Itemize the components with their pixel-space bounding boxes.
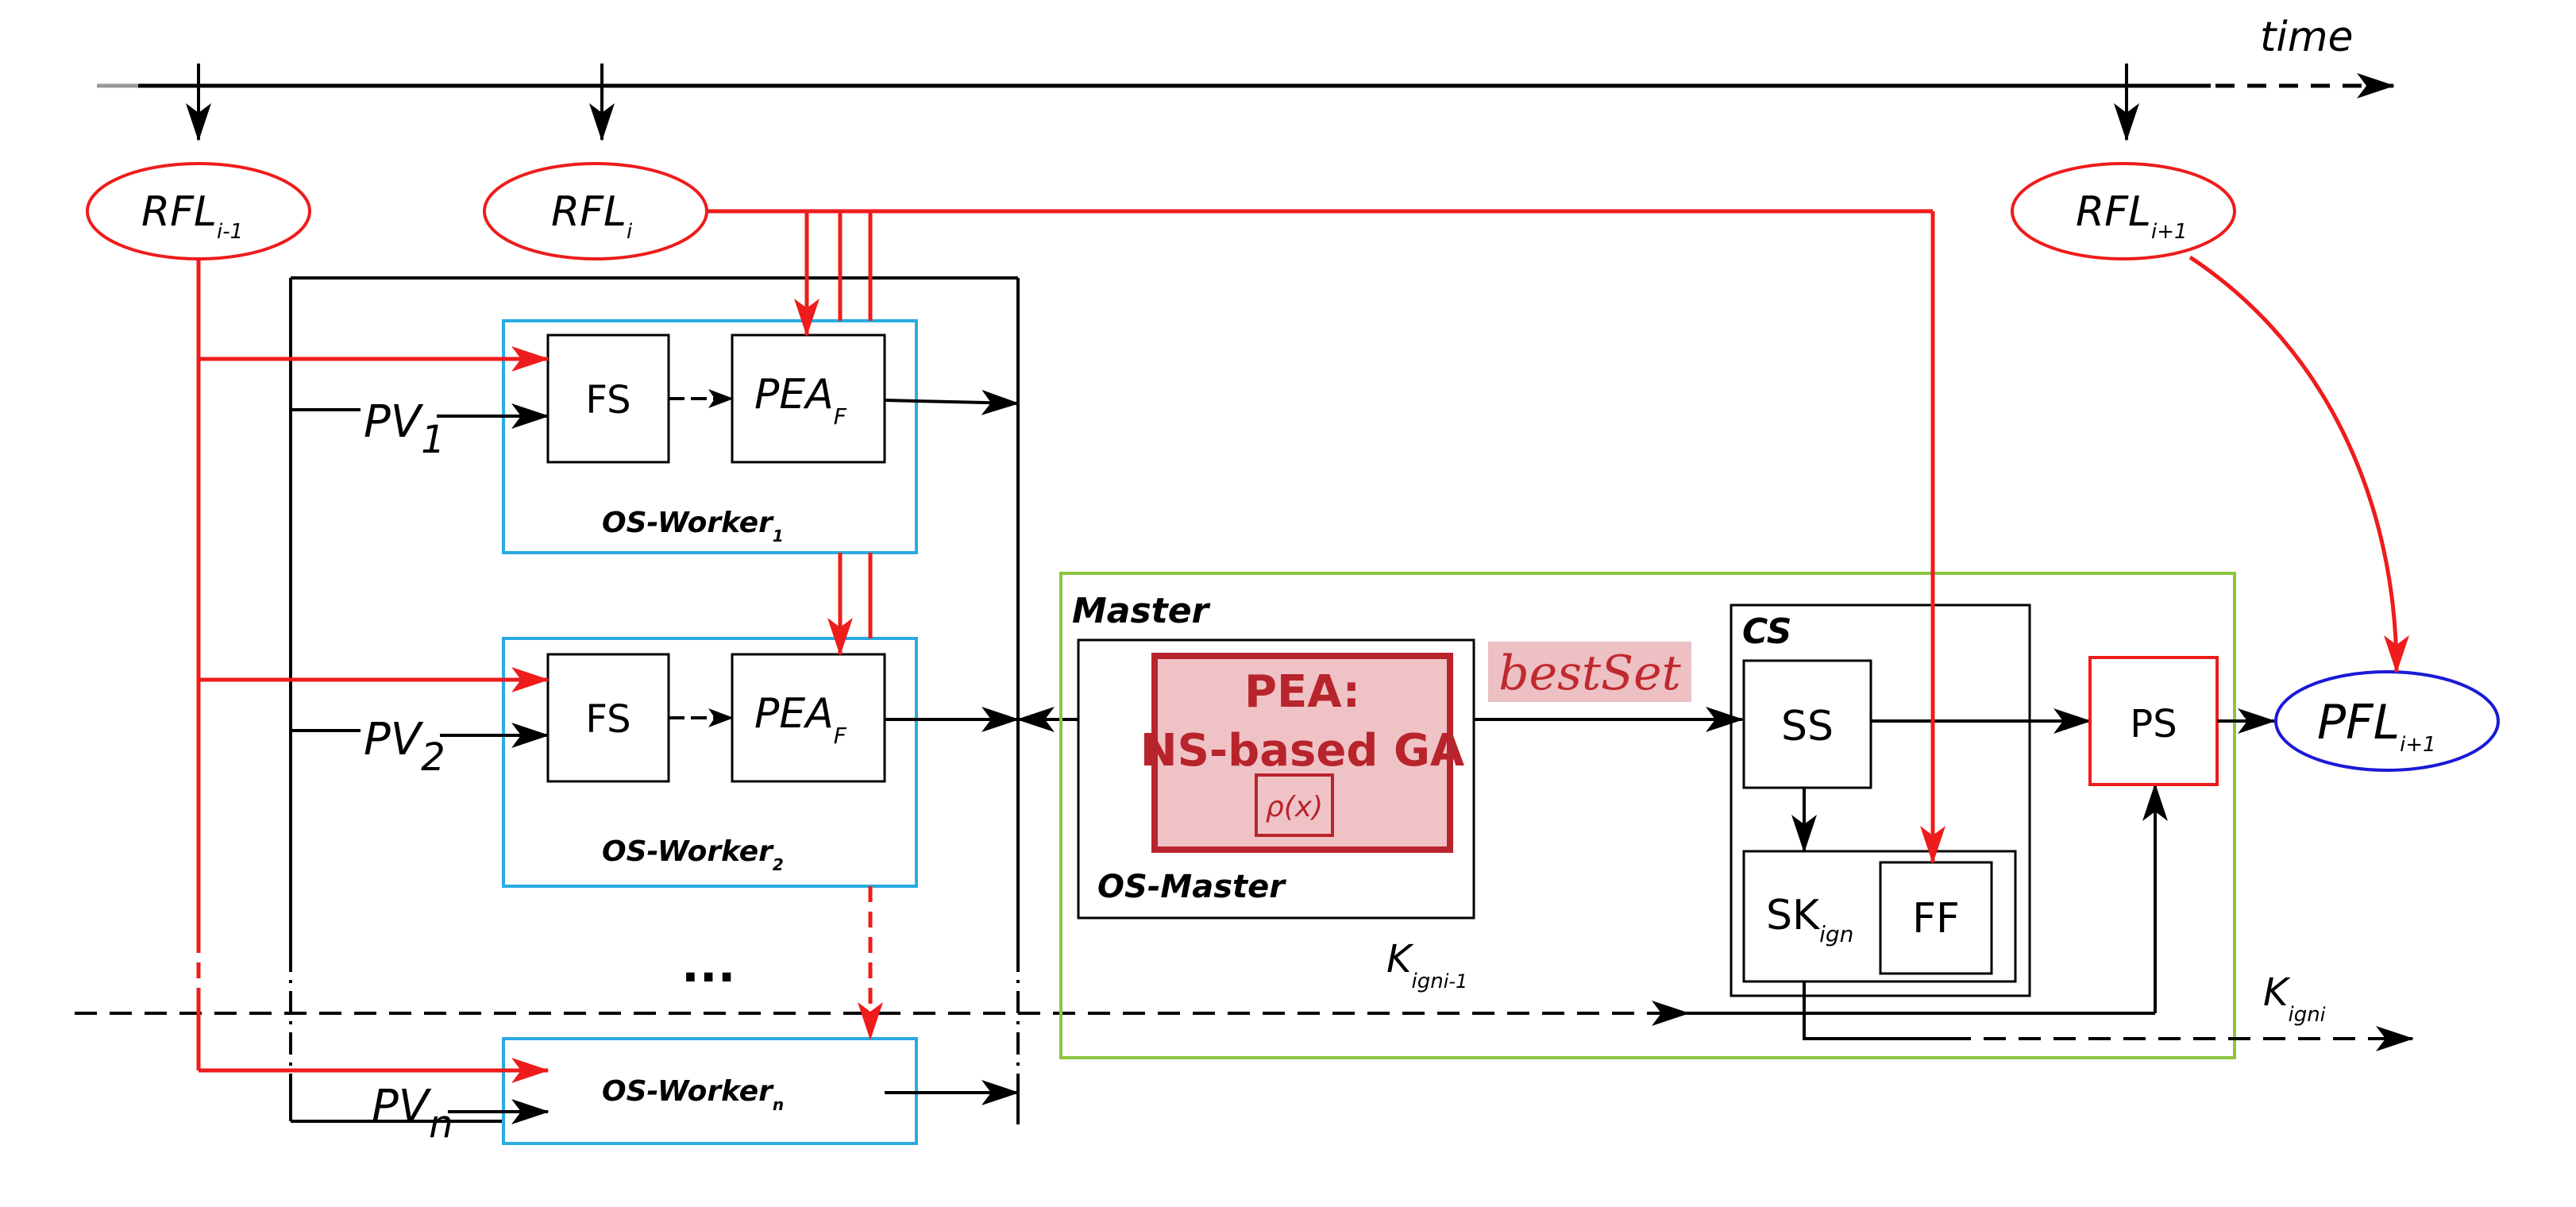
os-master-box: PEA: NS-based GA ρ(x) OS-Master: [1077, 638, 1475, 920]
os-worker-1: FS PEAF OS-Worker1: [502, 319, 918, 554]
k-prev-label: K: [1386, 937, 1414, 981]
ss-box: [1742, 659, 1872, 789]
bestset-connection: bestSet: [1474, 642, 1744, 732]
k-prev-subscript: ign: [1411, 970, 1443, 993]
k-cur-subscript: ign: [2288, 1003, 2320, 1027]
time-label: time: [2260, 13, 2353, 61]
master-box: Master: [1059, 572, 2236, 1059]
pea-f-subscript-1: F: [834, 403, 847, 430]
rfl-prev-label: RFL: [141, 188, 217, 236]
pea-f-label-2: PEA: [754, 690, 834, 738]
sk-label: SK: [1766, 892, 1821, 939]
pea-f-label-1: PEA: [754, 371, 834, 418]
svg-text:PEAF: PEAF: [754, 371, 847, 430]
pv-n-label: PV: [372, 1081, 432, 1132]
pv-1-subscript: 1: [421, 418, 445, 462]
svg-text:PEAF: PEAF: [754, 690, 847, 749]
master-title: Master: [1072, 591, 1211, 631]
red-connections: [196, 209, 2409, 1083]
rfl-next-subscript: i+1: [2151, 220, 2188, 244]
rho-label: ρ(x): [1266, 791, 1323, 823]
svg-text:PFLi+1: PFLi+1: [2317, 695, 2436, 757]
svg-text:OS-Workern: OS-Workern: [602, 1075, 784, 1114]
os-worker-n-subscript: n: [773, 1095, 784, 1114]
rfl-next-label: RFL: [2076, 188, 2151, 236]
pv-arrows: [291, 403, 550, 1124]
bestset-label: bestSet: [1498, 646, 1681, 701]
svg-text:OS-Worker1: OS-Worker1: [602, 507, 784, 546]
svg-text:Kigni-1: Kigni-1: [1386, 937, 1467, 993]
rfl-next-node: RFLi+1: [2011, 162, 2236, 260]
sk-subscript: ign: [1819, 921, 1853, 947]
pv-2-label: PV: [364, 714, 424, 765]
pfl-next-node: PFLi+1: [2274, 670, 2500, 772]
rfl-prev-subscript: i-1: [217, 220, 243, 244]
bestset-badge: [1488, 642, 1691, 702]
pea-ns-ga-line2: NS-based GA: [1140, 725, 1465, 777]
pea-ns-ga-line1: PEA:: [1244, 666, 1360, 718]
svg-text:RFLi+1: RFLi+1: [2076, 188, 2188, 244]
os-worker-2-title: OS-Worker: [602, 835, 774, 868]
fs-box-1: [546, 334, 670, 464]
pfl-next-subscript: i+1: [2400, 733, 2436, 757]
ff-box: [1879, 861, 1993, 975]
rfl-prev-node: RFLi-1: [86, 162, 311, 260]
rfl-cur-node: RFLi: [483, 162, 708, 260]
pv-1-label: PV: [364, 396, 424, 448]
svg-text:PVn: PVn: [372, 1081, 453, 1147]
ss-label: SS: [1781, 703, 1834, 750]
svg-text:SKign: SKign: [1766, 892, 1853, 947]
svg-text:OS-Worker2: OS-Worker2: [602, 835, 784, 874]
svg-text:PV2: PV2: [364, 714, 445, 780]
cs-box: CS SS SKign FF: [1730, 604, 2031, 997]
k-cur-label: K: [2263, 970, 2291, 1015]
k-ign-output-line: [1803, 981, 2414, 1051]
svg-text:RFLi: RFLi: [551, 188, 633, 244]
cs-title: CS: [1742, 611, 1791, 652]
os-worker-2-subscript: 2: [773, 855, 784, 874]
ps-label: PS: [2130, 702, 2177, 746]
fs-label-2: FS: [585, 697, 631, 742]
os-worker-n: OS-Workern: [502, 1037, 918, 1145]
pfl-next-label: PFL: [2317, 695, 2400, 750]
workers-ellipsis: ...: [681, 938, 735, 993]
svg-text:RFLi-1: RFLi-1: [141, 188, 243, 244]
ps-box: PS: [2088, 656, 2219, 786]
rfl-cur-label: RFL: [551, 188, 627, 236]
pea-f-subscript-2: F: [834, 723, 847, 749]
fs-box-2: [546, 653, 670, 783]
pv-n-subscript: n: [429, 1102, 453, 1147]
os-worker-1-title: OS-Worker: [602, 507, 774, 539]
k-cur-subsubscript: i: [2320, 1004, 2326, 1026]
rho-box: [1255, 773, 1334, 837]
pv-2-subscript: 2: [421, 735, 445, 780]
svg-text:PV1: PV1: [364, 396, 445, 462]
ff-label: FF: [1912, 895, 1960, 943]
k-prev-subsubscript: i-1: [1444, 970, 1468, 993]
svg-text:Kigni: Kigni: [2263, 970, 2326, 1027]
os-worker-1-subscript: 1: [773, 526, 784, 546]
os-master-title: OS-Master: [1097, 869, 1286, 905]
rfl-cur-subscript: i: [627, 220, 633, 244]
fs-label-1: FS: [585, 378, 631, 422]
time-axis: time: [97, 13, 2395, 141]
os-worker-n-title: OS-Worker: [602, 1075, 774, 1108]
os-worker-2: FS PEAF OS-Worker2: [502, 637, 918, 888]
